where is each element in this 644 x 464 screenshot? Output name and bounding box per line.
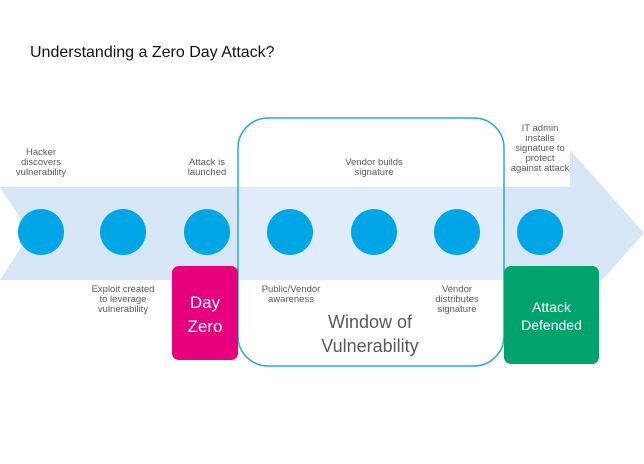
page-title: Understanding a Zero Day Attack? <box>30 44 275 61</box>
stage-label-vendor-builds-signature: Vendor builds signature <box>345 157 403 178</box>
day-zero-box <box>172 266 238 360</box>
attack-defended-label: Attack Defended <box>521 299 582 333</box>
stage-label-attack-launched: Attack is launched <box>187 157 227 178</box>
stage-dot <box>18 209 64 255</box>
stage-label-vendor-distributes-signature: Vendor distributes signature <box>435 284 479 315</box>
stage-label-it-admin-installs: IT admin installs signature to protect a… <box>510 123 570 174</box>
stage-dot <box>100 209 146 255</box>
timeline-arrow <box>0 150 644 316</box>
stage-dot <box>434 209 480 255</box>
attack-defended-box <box>504 266 599 364</box>
window-of-vulnerability-label: Window of Vulnerability <box>321 312 419 356</box>
stage-dot <box>267 209 313 255</box>
stage-label-exploit-created: Exploit created to leverage vulnerabilit… <box>91 284 155 315</box>
stage-dot <box>517 209 563 255</box>
stage-dot <box>184 209 230 255</box>
stage-label-public-vendor-awareness: Public/Vendor awareness <box>261 284 321 305</box>
stage-label-hacker-discovers: Hacker discovers vulnerability <box>15 147 67 178</box>
day-zero-label: Day Zero <box>187 293 223 336</box>
stage-dot <box>351 209 397 255</box>
